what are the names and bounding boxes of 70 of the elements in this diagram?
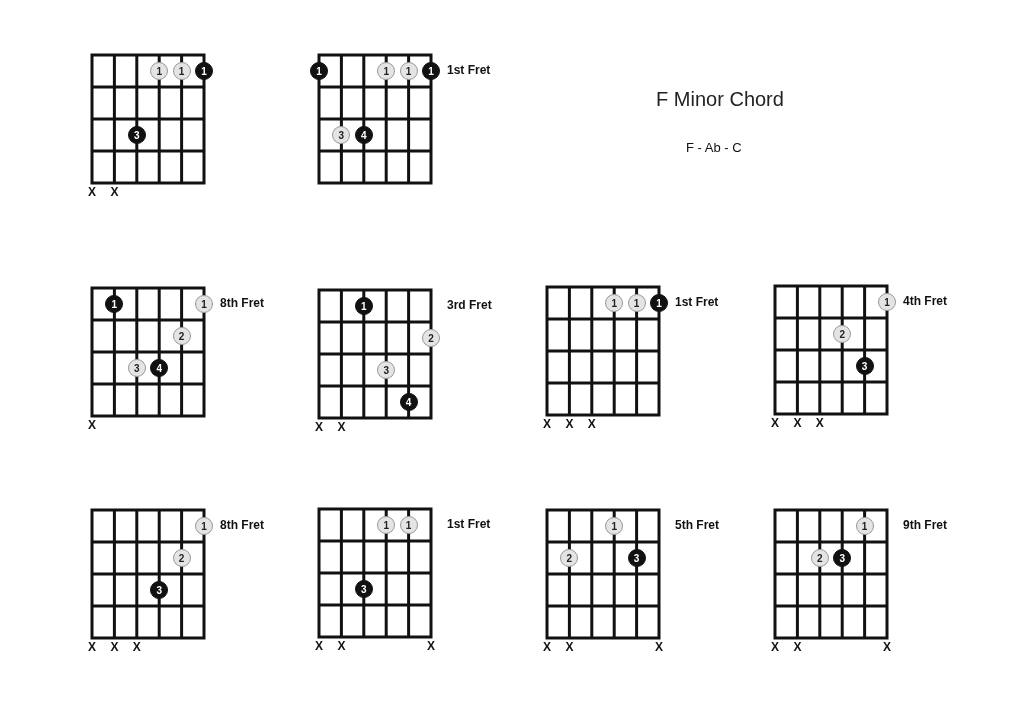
muted-string-mark: X bbox=[771, 641, 779, 653]
finger-dot: 1 bbox=[354, 297, 373, 315]
finger-dot: 3 bbox=[627, 549, 646, 567]
fret-label: 1st Fret bbox=[447, 518, 491, 530]
finger-dot: 1 bbox=[605, 294, 624, 312]
fret-label: 1st Fret bbox=[675, 296, 719, 308]
muted-string-mark: X bbox=[132, 641, 141, 653]
finger-dot: 3 bbox=[127, 359, 146, 377]
finger-dot: 2 bbox=[833, 325, 852, 343]
finger-dot: 2 bbox=[810, 549, 829, 567]
muted-string-mark: X bbox=[543, 418, 551, 430]
finger-dot: 1 bbox=[195, 517, 213, 535]
finger-dot: 1 bbox=[855, 517, 874, 535]
muted-string-mark: X bbox=[655, 641, 663, 653]
muted-string-mark: X bbox=[88, 641, 96, 653]
muted-string-mark: X bbox=[565, 418, 574, 430]
finger-dot: 3 bbox=[833, 549, 852, 567]
finger-dot: 1 bbox=[195, 295, 213, 313]
finger-dot: 3 bbox=[354, 580, 373, 598]
finger-dot: 1 bbox=[310, 62, 328, 80]
finger-dot: 3 bbox=[377, 361, 396, 379]
fret-label: 8th Fret bbox=[220, 519, 264, 531]
chord-notes: F - Ab - C bbox=[686, 141, 742, 154]
muted-string-mark: X bbox=[883, 641, 891, 653]
finger-dot: 1 bbox=[105, 295, 124, 313]
finger-dot: 3 bbox=[332, 126, 351, 144]
muted-string-mark: X bbox=[337, 640, 346, 652]
fret-label: 1st Fret bbox=[447, 64, 491, 76]
muted-string-mark: X bbox=[587, 418, 596, 430]
muted-string-mark: X bbox=[110, 641, 119, 653]
finger-dot: 2 bbox=[172, 549, 191, 567]
diagram-title: F Minor Chord bbox=[655, 88, 785, 111]
finger-dot: 1 bbox=[150, 62, 169, 80]
finger-dot: 4 bbox=[150, 359, 169, 377]
muted-string-mark: X bbox=[543, 641, 551, 653]
muted-string-mark: X bbox=[815, 417, 824, 429]
muted-string-mark: X bbox=[315, 640, 323, 652]
finger-dot: 1 bbox=[650, 294, 668, 312]
fret-label: 8th Fret bbox=[220, 297, 264, 309]
muted-string-mark: X bbox=[793, 417, 802, 429]
finger-dot: 1 bbox=[399, 62, 418, 80]
muted-string-mark: X bbox=[88, 419, 96, 431]
finger-dot: 1 bbox=[195, 62, 213, 80]
muted-string-mark: X bbox=[337, 421, 346, 433]
finger-dot: 3 bbox=[855, 357, 874, 375]
finger-dot: 4 bbox=[354, 126, 373, 144]
finger-dot: 1 bbox=[399, 516, 418, 534]
muted-string-mark: X bbox=[771, 417, 779, 429]
fret-label: 3rd Fret bbox=[447, 299, 492, 311]
muted-string-mark: X bbox=[315, 421, 323, 433]
finger-dot: 3 bbox=[150, 581, 169, 599]
finger-dot: 3 bbox=[127, 126, 146, 144]
finger-dot: 1 bbox=[605, 517, 624, 535]
finger-dot: 1 bbox=[377, 516, 396, 534]
fret-label: 5th Fret bbox=[675, 519, 719, 531]
finger-dot: 1 bbox=[172, 62, 191, 80]
muted-string-mark: X bbox=[110, 186, 119, 198]
finger-dot: 2 bbox=[172, 327, 191, 345]
muted-string-mark: X bbox=[565, 641, 574, 653]
finger-dot: 1 bbox=[627, 294, 646, 312]
muted-string-mark: X bbox=[427, 640, 435, 652]
finger-dot: 4 bbox=[399, 393, 418, 411]
finger-dot: 1 bbox=[422, 62, 440, 80]
finger-dot: 1 bbox=[377, 62, 396, 80]
finger-dot: 2 bbox=[560, 549, 579, 567]
finger-dot: 2 bbox=[422, 329, 440, 347]
finger-dot: 1 bbox=[878, 293, 896, 311]
muted-string-mark: X bbox=[793, 641, 802, 653]
fret-label: 9th Fret bbox=[903, 519, 947, 531]
muted-string-mark: X bbox=[88, 186, 96, 198]
